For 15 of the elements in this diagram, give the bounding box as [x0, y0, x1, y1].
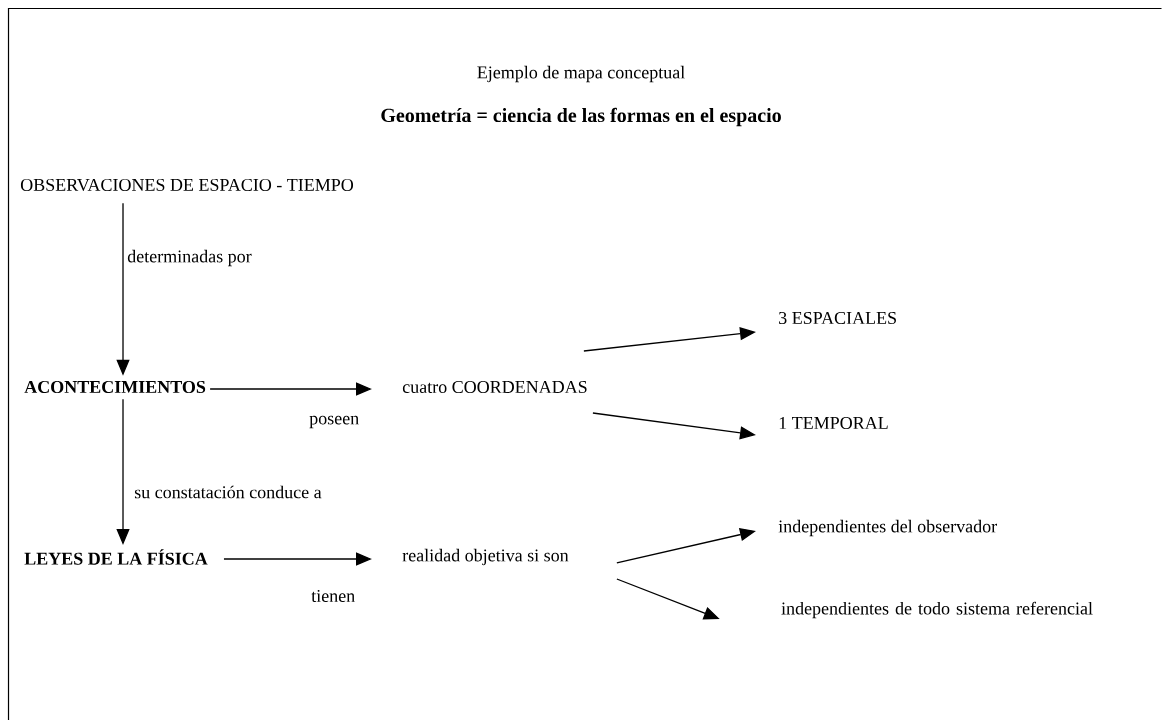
concept-text: 1 TEMPORAL [779, 416, 888, 430]
edge-label: su constatación conduce a [133, 484, 323, 500]
subtitle: Ejemplo de mapa conceptual [477, 65, 685, 83]
concept-text: LEYES DE LA FÍSICA [24, 549, 208, 565]
concept-text: ACONTECIMIENTOS [24, 380, 206, 394]
concept-text: 3 ESPACIALES [779, 311, 896, 325]
edge-label: poseen [308, 414, 361, 430]
concept-text: OBSERVACIONES DE ESPACIO - TIEMPO [20, 178, 354, 192]
concept-text: cuatro COORDENADAS [402, 380, 587, 394]
concept-text: independientes del observador [778, 519, 997, 537]
edge-label: tienen [310, 588, 357, 604]
title: Geometría = ciencia de las formas en el espacio [381, 107, 781, 127]
concept-text: independientes de todo sistema referencial [781, 601, 1093, 619]
edge-label: determinadas por [126, 248, 253, 268]
concept-text: realidad objetiva si son [402, 548, 569, 566]
